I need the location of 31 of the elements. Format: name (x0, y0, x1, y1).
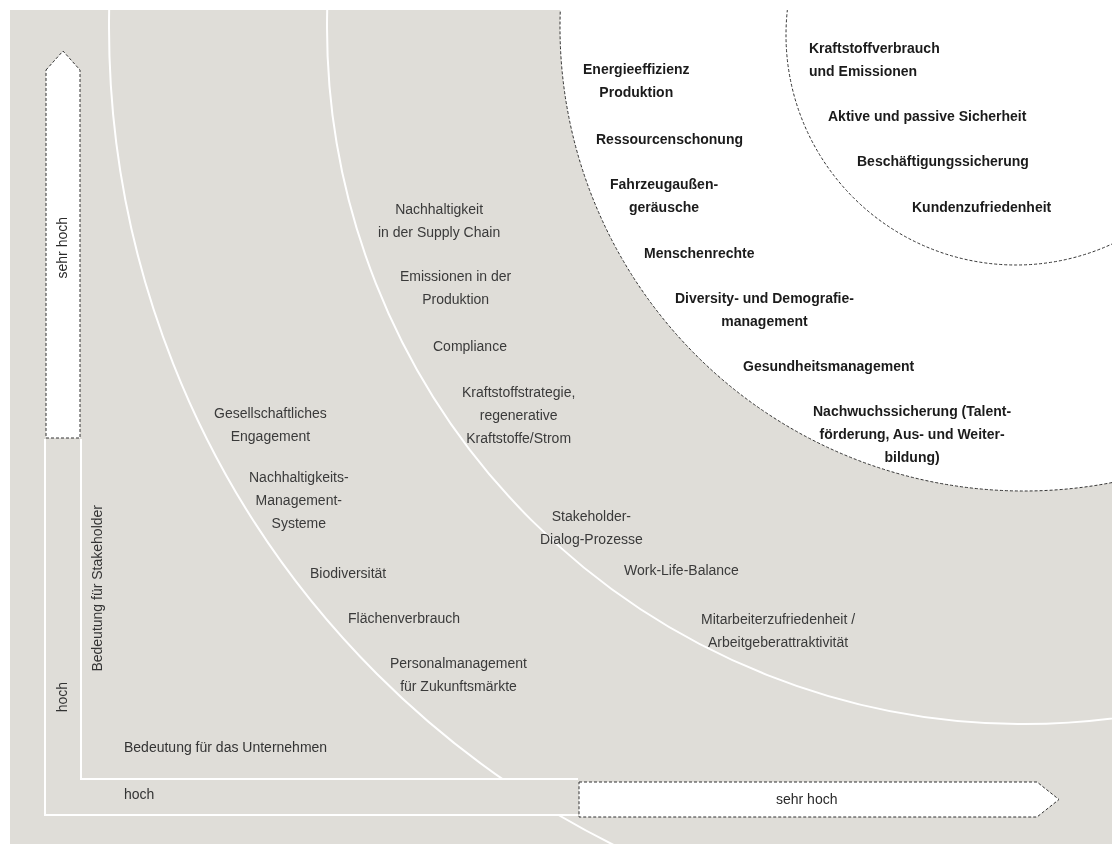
topic-label: Kraftstoffstrategie, regenerative Kraftstoffe/Strom (462, 383, 576, 448)
topic-label: Personalmanagement für Zukunftsmärkte (390, 654, 527, 696)
axis-label: hoch (54, 682, 70, 713)
top-zone (783, 10, 1112, 268)
outer-zone (108, 10, 1112, 844)
topic-label: Nachhaltigkeit in der Supply Chain (378, 200, 501, 242)
axis-label: hoch (124, 786, 155, 802)
topic-label: Kundenzufriedenheit (912, 198, 1052, 217)
arrow-label: sehr hoch (54, 217, 70, 279)
topic-label: Beschäftigungssicherung (857, 152, 1029, 171)
topic-label: Flächenverbrauch (348, 609, 461, 628)
axis-label: Bedeutung für das Unternehmen (124, 739, 328, 755)
topic-label: Nachhaltigkeits-Management-Systeme (249, 468, 349, 533)
topic-label: Menschenrechte (644, 244, 755, 263)
topic-label: Diversity- und Demografie-management (675, 289, 854, 331)
topic-label: Fahrzeugaußen-geräusche (610, 175, 719, 217)
axis-label: Bedeutung für Stakeholder (89, 505, 105, 672)
topic-label: Nachwuchssicherung (Talent-förderung, Aus- und Weiter-bildung) (813, 402, 1012, 467)
topic-label: Mitarbeiterzufriedenheit / Arbeitgeberattraktivität (701, 610, 856, 652)
topic-label: Gesellschaftliches Engagement (214, 404, 327, 446)
arrow-label: sehr hoch (776, 791, 838, 807)
topic-label: Kraftstoffverbrauch und Emissionen (809, 39, 940, 81)
topic-label: Work-Life-Balance (624, 561, 739, 580)
topic-label: Emissionen in der Produktion (400, 267, 512, 309)
topic-label: Ressourcenschonung (596, 130, 744, 149)
topic-label: Gesundheitsmanagement (743, 357, 915, 376)
topic-label: Compliance (433, 337, 507, 356)
topic-label: Energieeffizienz Produktion (583, 60, 690, 102)
topic-label: Stakeholder-Dialog-Prozesse (540, 507, 643, 549)
topic-label: Biodiversität (310, 564, 387, 583)
topic-label: Aktive und passive Sicherheit (828, 107, 1027, 126)
